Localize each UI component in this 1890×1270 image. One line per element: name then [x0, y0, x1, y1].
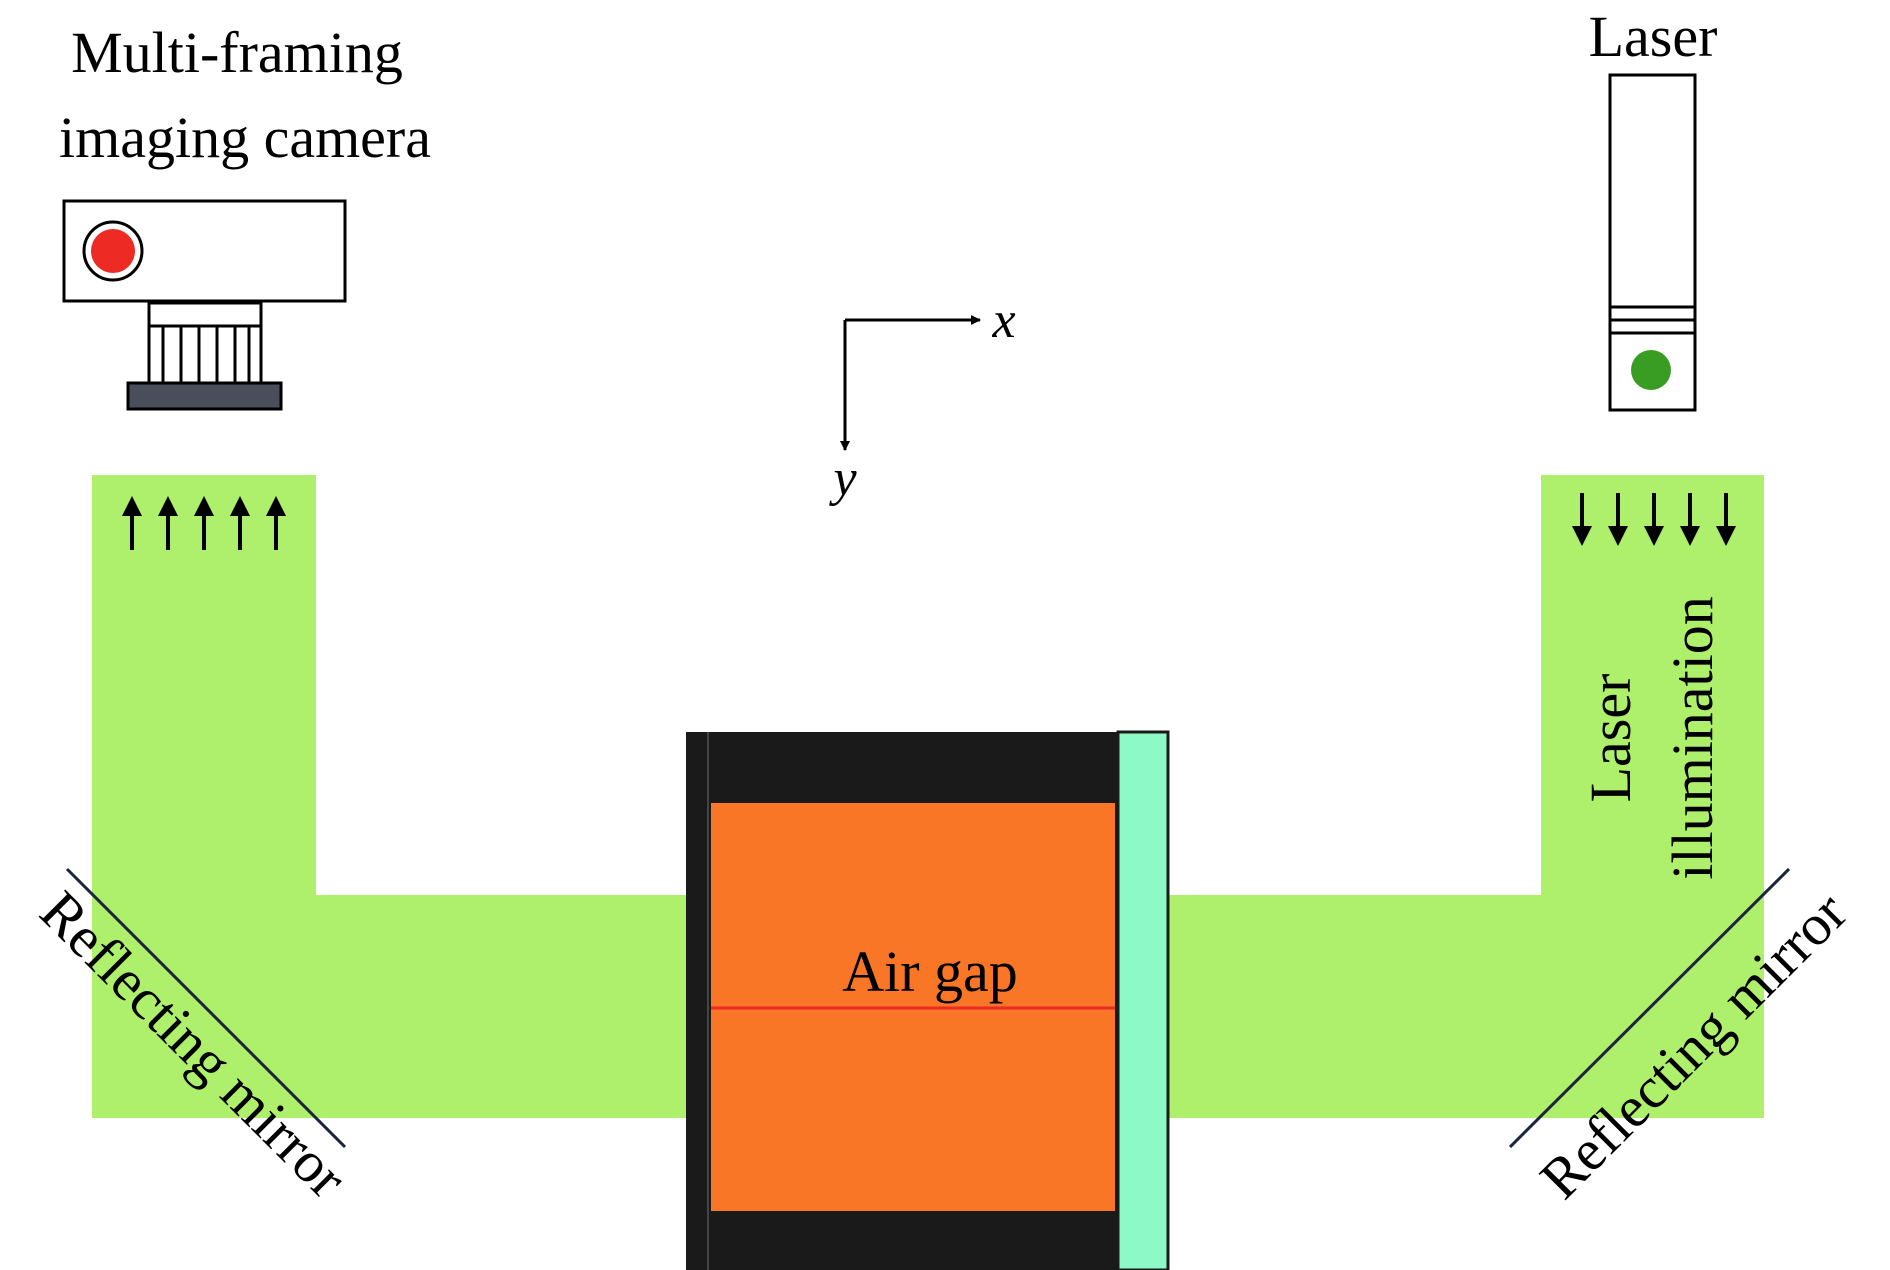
- camera-mount-top: [147, 301, 263, 328]
- axis-y-label: y: [828, 450, 857, 507]
- laser-icon: [1608, 73, 1697, 412]
- laser-label: Laser: [1589, 4, 1718, 69]
- air-gap-label: Air gap: [842, 939, 1018, 1004]
- arrow-up-icon: [158, 496, 178, 550]
- beam-arrows-up: [122, 496, 286, 550]
- beam-path-shape: [92, 475, 1764, 1118]
- arrow-up-icon: [194, 496, 214, 550]
- coordinate-axes: [840, 315, 981, 451]
- illumination-label-line1: Laser: [1578, 674, 1643, 803]
- camera-label-line1: Multi-framing: [71, 20, 403, 85]
- arrow-down-icon: [1680, 493, 1700, 546]
- arrow-down-icon: [1644, 493, 1664, 546]
- sample-target: [686, 730, 1170, 1270]
- camera-label-line2: imaging camera: [59, 105, 431, 170]
- mirror-icon: [65, 867, 347, 1149]
- arrow-up-icon: [122, 496, 142, 550]
- transparent-window: [1116, 730, 1170, 1270]
- camera-body: [62, 199, 347, 303]
- camera-icon: [62, 199, 347, 411]
- arrow-up-icon: [266, 496, 286, 550]
- camera-base: [126, 381, 283, 411]
- camera-mount-slats: [147, 326, 263, 383]
- laser-output: [1631, 350, 1671, 390]
- arrow-down-icon: [1716, 493, 1736, 546]
- arrow-down-icon: [1572, 493, 1592, 546]
- arrow-down-icon: [1608, 493, 1628, 546]
- mirror-icon: [1508, 867, 1791, 1149]
- arrow-up-icon: [230, 496, 250, 550]
- beam-arrows-down: [1572, 493, 1736, 546]
- illumination-label-line2: illumination: [1660, 596, 1725, 880]
- axis-x-label: x: [991, 292, 1015, 349]
- camera-lens: [91, 229, 135, 273]
- laser-beam-path: [92, 475, 1764, 1118]
